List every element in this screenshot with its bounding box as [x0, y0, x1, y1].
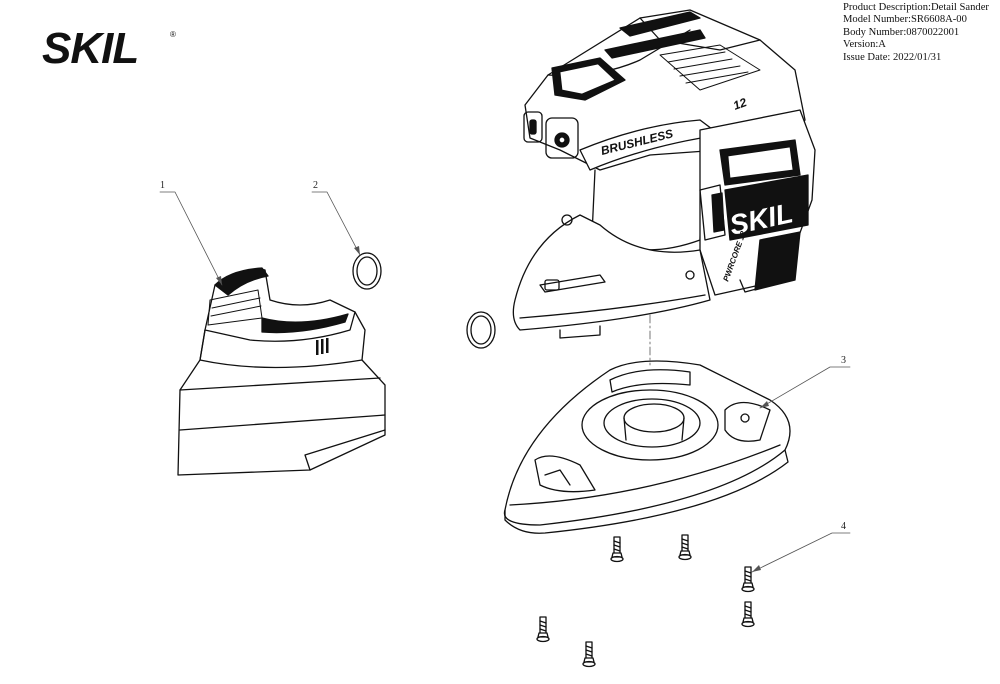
part-4-screws	[536, 534, 755, 668]
model-number: Model Number:SR6608A-00	[843, 14, 967, 26]
skil-logo: SKIL ®	[42, 25, 176, 69]
callout-1: 1	[160, 180, 165, 191]
screw	[536, 616, 550, 643]
version: Version:A	[843, 39, 886, 51]
registered-mark: ®	[170, 30, 176, 39]
screw	[741, 566, 755, 593]
issue-date: Issue Date: 2022/01/31	[843, 51, 942, 63]
body-number: Body Number:0870022001	[843, 26, 960, 38]
part-1-dust-container	[177, 267, 386, 476]
skil-logo-text: SKIL	[42, 25, 138, 69]
callout-4: 4	[841, 521, 846, 532]
part-3-sanding-pad	[503, 360, 791, 534]
document-info: Product Description:Detail Sander Model …	[843, 2, 998, 64]
voltage-label: 12	[731, 95, 749, 113]
callout-3: 3	[841, 355, 846, 366]
screw	[610, 536, 624, 563]
screw	[582, 641, 596, 668]
screw	[741, 601, 755, 628]
product-description: Product Description:Detail Sander	[843, 2, 989, 13]
callout-2: 2	[313, 180, 318, 191]
leader-lines	[159, 191, 851, 573]
sander-body	[512, 9, 816, 339]
part-2-o-ring	[352, 252, 382, 290]
part-2-o-ring-second	[466, 311, 496, 349]
screw	[678, 534, 692, 561]
